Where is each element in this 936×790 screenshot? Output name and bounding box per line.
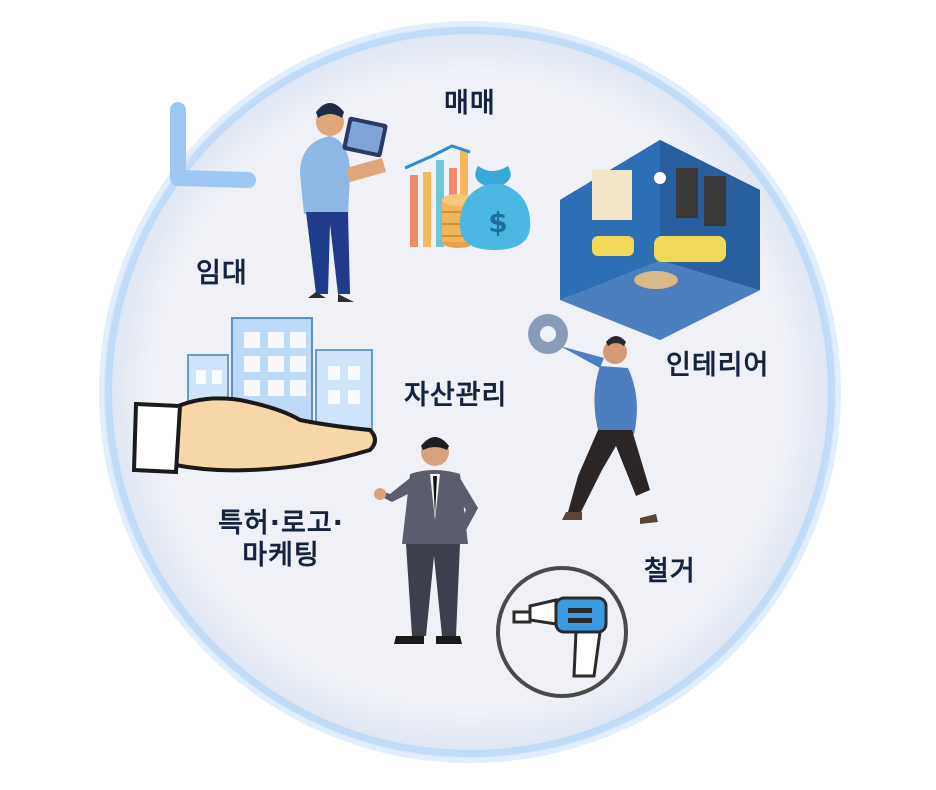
businessman-icon xyxy=(374,437,478,644)
person-carrying-gear-icon xyxy=(528,314,658,524)
interior-room-icon xyxy=(560,140,760,340)
label-asset-management: 자산관리 xyxy=(404,380,508,411)
label-lease: 임대 xyxy=(196,258,248,289)
power-drill-icon xyxy=(496,566,628,698)
money-bag-icon: $ xyxy=(459,166,531,250)
svg-text:$: $ xyxy=(488,206,507,239)
person-with-laptop-icon xyxy=(300,103,388,302)
label-patent-line1: 특허·로고· xyxy=(218,508,344,539)
label-demolition: 철거 xyxy=(644,556,696,587)
label-interior: 인테리어 xyxy=(666,350,770,381)
label-sale: 매매 xyxy=(444,88,496,119)
label-patent-line2: 마케팅 xyxy=(242,540,320,572)
hand-holding-buildings-icon xyxy=(131,317,377,475)
circular-arrow-icon xyxy=(170,102,256,188)
label-patent-logo-marketing: 특허·로고· 마케팅 xyxy=(196,508,366,573)
